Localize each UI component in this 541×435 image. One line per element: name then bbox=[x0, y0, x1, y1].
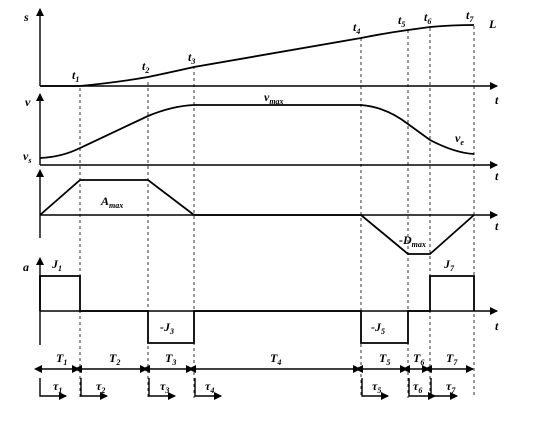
time-marker-t6: t6 bbox=[424, 10, 431, 26]
local-time-arrow-3 bbox=[148, 378, 176, 400]
local-time-arrow-1 bbox=[39, 378, 67, 400]
deceleration-max-label: -Dmax bbox=[399, 233, 426, 249]
local-time-labels: τ1 τ2 τ3 τ4 τ5 τ6 τ7 bbox=[53, 379, 456, 395]
local-time-label-3: τ3 bbox=[160, 379, 169, 395]
acceleration-max-label: Amax bbox=[100, 194, 123, 210]
local-time-label-5: τ5 bbox=[372, 379, 381, 395]
duration-label-T2: T2 bbox=[109, 351, 120, 367]
position-curve bbox=[40, 24, 475, 87]
duration-label-T7: T7 bbox=[446, 351, 458, 367]
local-time-arrow-5 bbox=[361, 378, 389, 400]
velocity-start-label: vs bbox=[23, 149, 31, 165]
local-time-arrows bbox=[39, 378, 458, 400]
jerk-pulse-label-3: -J3 bbox=[160, 320, 174, 336]
jerk-pulse-label-5: -J5 bbox=[371, 320, 385, 336]
position-end-label: L bbox=[488, 17, 496, 31]
local-time-arrow-4 bbox=[194, 378, 222, 400]
velocity-x-label: t bbox=[495, 169, 499, 183]
local-time-label-1: τ1 bbox=[53, 379, 62, 395]
jerk-pulse-label-7: J7 bbox=[443, 257, 455, 273]
acceleration-x-label: t bbox=[495, 219, 499, 233]
jerk-curve bbox=[39, 275, 475, 344]
time-marker-t3: t3 bbox=[188, 50, 195, 66]
position-x-label: t bbox=[495, 93, 499, 107]
time-marker-labels: t1 t2 t3 t4 t5 t6 t7 bbox=[72, 8, 474, 84]
local-time-label-6: τ6 bbox=[413, 379, 422, 395]
position-y-label: s bbox=[23, 10, 29, 24]
local-time-label-7: τ7 bbox=[446, 379, 456, 395]
time-marker-t5: t5 bbox=[398, 13, 405, 29]
duration-label-T4: T4 bbox=[270, 351, 281, 367]
duration-label-T6: T6 bbox=[413, 351, 424, 367]
velocity-end-label: ve bbox=[455, 131, 464, 147]
duration-label-T3: T3 bbox=[165, 351, 176, 367]
time-marker-t2: t2 bbox=[142, 59, 149, 75]
local-time-arrow-6 bbox=[408, 378, 436, 400]
local-time-label-2: τ2 bbox=[96, 379, 105, 395]
duration-labels: T1 T2 T3 T4 T5 T6 T7 bbox=[56, 351, 458, 367]
local-time-arrow-2 bbox=[80, 378, 108, 400]
velocity-y-label: v bbox=[25, 95, 31, 109]
time-marker-t4: t4 bbox=[353, 20, 360, 36]
acceleration-curve bbox=[39, 179, 475, 255]
jerk-x-label: t bbox=[495, 319, 499, 333]
duration-label-T1: T1 bbox=[56, 351, 67, 367]
duration-label-T5: T5 bbox=[379, 351, 390, 367]
time-marker-t7: t7 bbox=[466, 8, 474, 24]
time-marker-t1: t1 bbox=[72, 68, 79, 84]
local-time-label-4: τ4 bbox=[205, 379, 214, 395]
velocity-curve bbox=[39, 104, 475, 159]
phase-boundary-guides bbox=[79, 26, 475, 398]
velocity-panel: v t vs vmax ve bbox=[23, 90, 499, 183]
jerk-y-label: a bbox=[23, 260, 29, 274]
velocity-max-label: vmax bbox=[264, 90, 284, 106]
jerk-pulse-label-1: J1 bbox=[51, 257, 62, 273]
position-panel: s t L t1 t2 t3 t4 t5 t6 t7 bbox=[23, 8, 499, 107]
jerk-panel: a t J1 -J3 -J5 J7 bbox=[23, 257, 499, 345]
local-time-arrow-7 bbox=[430, 378, 458, 400]
acceleration-panel: t Amax -Dmax bbox=[36, 169, 499, 255]
